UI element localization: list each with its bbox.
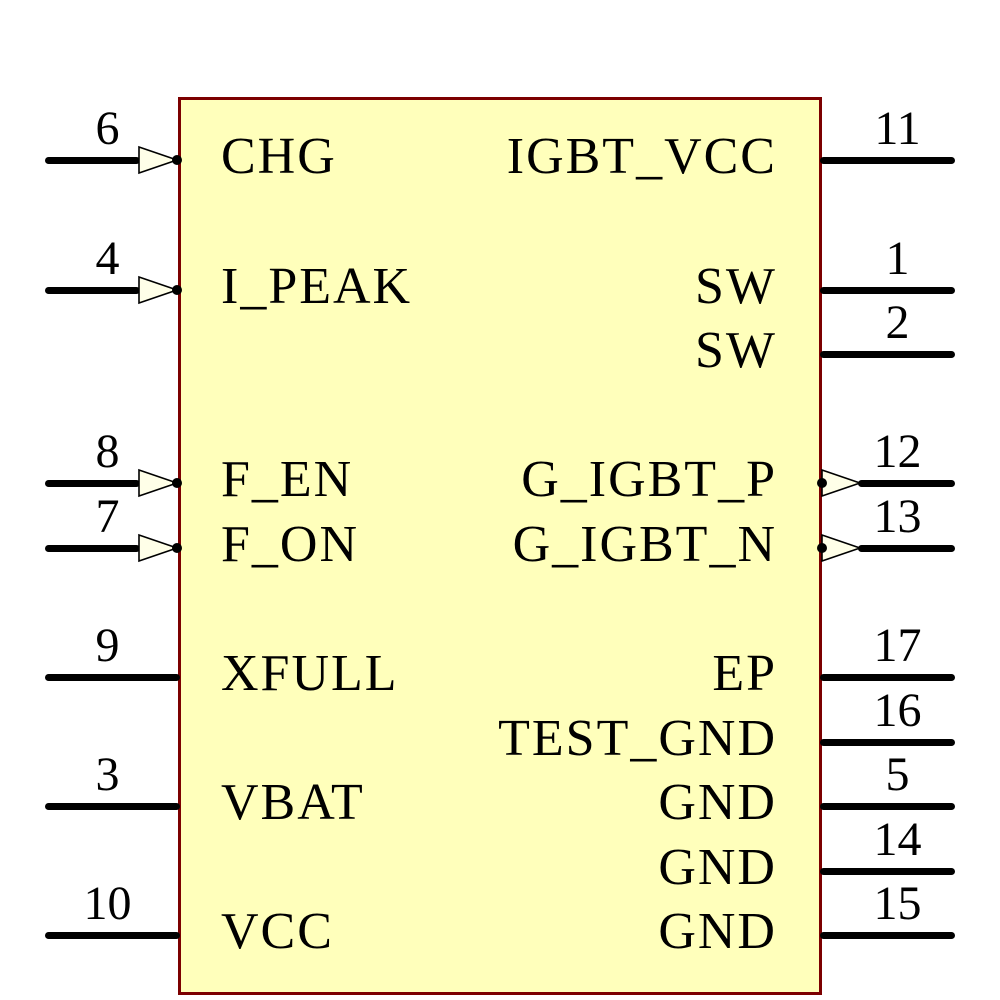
pin-label: SW (695, 322, 777, 379)
pin-number: 3 (95, 748, 120, 801)
pin-number: 4 (95, 232, 120, 285)
pin-wire[interactable] (820, 867, 955, 875)
pin-wire[interactable] (858, 479, 955, 487)
pin-wire[interactable] (820, 738, 955, 746)
pin-number: 1 (885, 232, 910, 285)
pin-wire[interactable] (45, 673, 180, 681)
pin-connection-dot (172, 478, 182, 488)
pin-number: 17 (873, 619, 922, 672)
pin-label: VCC (221, 903, 334, 960)
pin-number: 14 (873, 813, 922, 866)
pin-label: G_IGBT_P (521, 451, 777, 508)
pin-wire[interactable] (858, 544, 955, 552)
input-arrow-icon (138, 145, 180, 175)
pin-number: 7 (95, 490, 120, 543)
pin-number: 8 (95, 425, 120, 478)
pin-number: 5 (885, 748, 910, 801)
pin-label: SW (695, 258, 777, 315)
component-body[interactable] (178, 97, 822, 995)
input-arrow-icon (138, 533, 180, 563)
pin-connection-dot (817, 478, 827, 488)
input-arrow-icon (138, 468, 180, 498)
pin-wire[interactable] (45, 931, 180, 939)
pin-label: CHG (221, 128, 337, 185)
pin-label: G_IGBT_N (512, 516, 777, 573)
pin-connection-dot (172, 285, 182, 295)
pin-label: GND (658, 774, 777, 831)
pin-number: 11 (874, 102, 921, 155)
pin-label: VBAT (221, 774, 365, 831)
pin-wire[interactable] (45, 802, 180, 810)
input-arrow-icon (138, 275, 180, 305)
pin-wire[interactable] (45, 286, 140, 294)
pin-label: IGBT_VCC (506, 128, 777, 185)
pin-wire[interactable] (45, 544, 140, 552)
pin-number: 9 (95, 619, 120, 672)
pin-wire[interactable] (820, 931, 955, 939)
pin-number: 10 (83, 877, 132, 930)
pin-label: GND (658, 903, 777, 960)
pin-number: 2 (885, 296, 910, 349)
pin-connection-dot (817, 543, 827, 553)
pin-wire[interactable] (820, 350, 955, 358)
pin-wire[interactable] (45, 479, 140, 487)
pin-number: 16 (873, 684, 922, 737)
pin-label: XFULL (221, 645, 399, 702)
pin-wire[interactable] (820, 286, 955, 294)
pin-label: F_EN (221, 451, 354, 508)
pin-label: F_ON (221, 516, 360, 573)
pin-wire[interactable] (45, 156, 140, 164)
pin-label: I_PEAK (221, 258, 413, 315)
pin-number: 6 (95, 102, 120, 155)
pin-number: 12 (873, 425, 922, 478)
pin-number: 15 (873, 877, 922, 930)
pin-label: EP (712, 645, 777, 702)
pin-label: GND (658, 839, 777, 896)
pin-number: 13 (873, 490, 922, 543)
pin-label: TEST_GND (498, 710, 777, 767)
pin-wire[interactable] (820, 802, 955, 810)
pin-connection-dot (172, 543, 182, 553)
pin-wire[interactable] (820, 673, 955, 681)
pin-wire[interactable] (820, 156, 955, 164)
pin-connection-dot (172, 155, 182, 165)
